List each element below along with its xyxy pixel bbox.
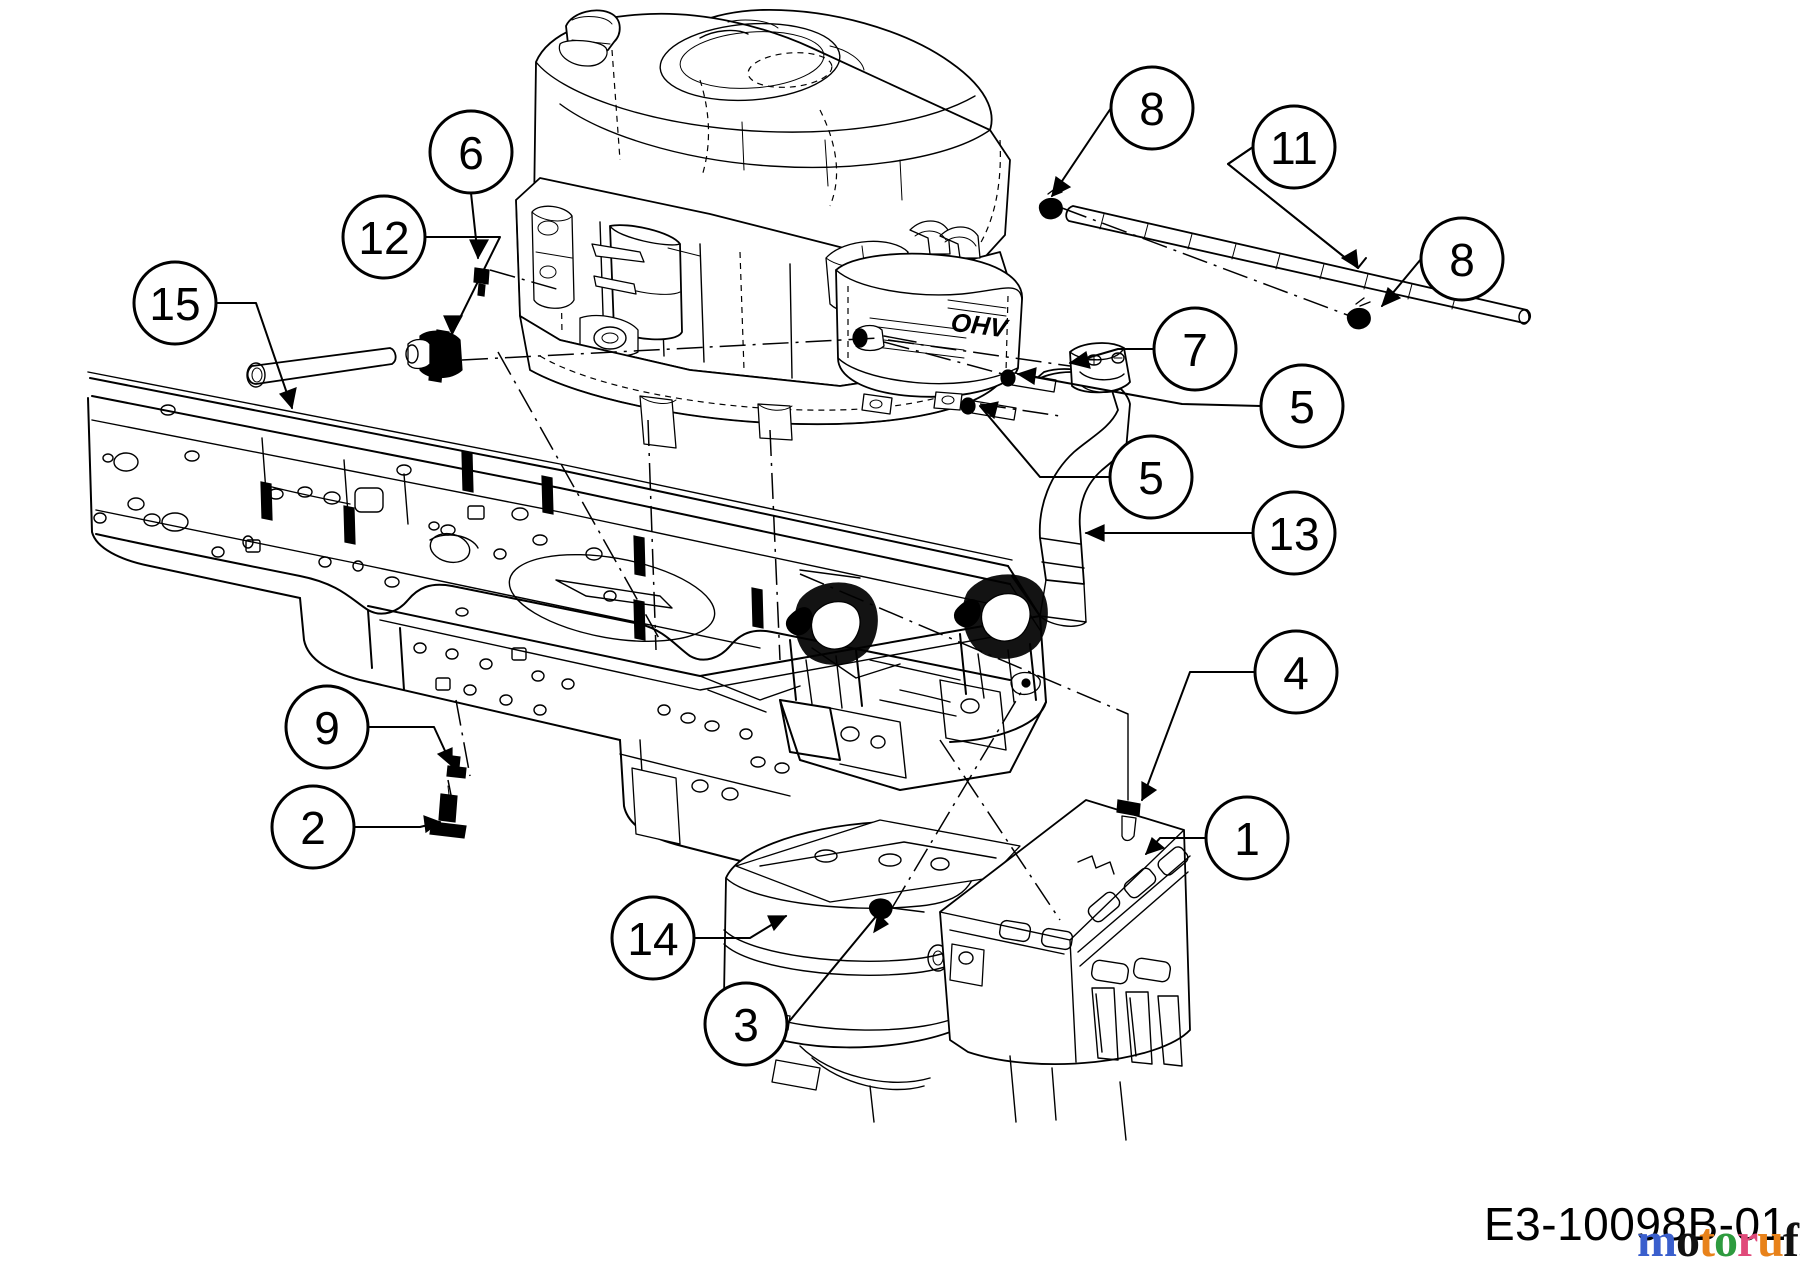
callout-12-label: 12 (358, 212, 409, 264)
callout-11[interactable]: 11 (1227, 104, 1367, 270)
callout-1-label: 1 (1234, 813, 1260, 865)
watermark-letter-r: r (1736, 1214, 1758, 1267)
callout-12[interactable]: 12 (341, 194, 501, 336)
watermark-letter-u: u (1757, 1214, 1784, 1267)
callout-15-label: 15 (149, 278, 200, 330)
callout-5-lower[interactable]: 5 (978, 401, 1194, 520)
watermark-suffix: .de (1798, 1233, 1800, 1263)
callout-2-label: 2 (300, 802, 326, 854)
callout-7-label: 7 (1182, 324, 1208, 376)
callout-8-top[interactable]: 8 (1051, 65, 1195, 198)
callout-3[interactable]: 3 (703, 912, 889, 1067)
part-4-flange-screw (1116, 799, 1141, 842)
callout-13-label: 13 (1268, 508, 1319, 560)
part-3-screw (868, 898, 925, 920)
part-15-rubber-hose (246, 347, 397, 388)
part-muffler (723, 819, 1021, 1123)
callout-4[interactable]: 4 (1141, 629, 1339, 802)
callout-14-label: 14 (627, 913, 678, 965)
callout-5-upper-label: 5 (1289, 381, 1315, 433)
callout-11-label: 11 (1270, 122, 1318, 174)
callout-14[interactable]: 14 (610, 895, 788, 981)
callout-8-right[interactable]: 8 (1381, 216, 1505, 308)
part-8b-hose-clamp (1346, 297, 1371, 330)
guard-vent-slots (998, 846, 1189, 1067)
callout-8-top-label: 8 (1139, 83, 1165, 135)
engine-assembly: OHV (515, 9, 1023, 449)
watermark-letter-o2: o (1713, 1214, 1738, 1267)
watermark-letter-m: m (1637, 1214, 1677, 1267)
tractor-frame (87, 371, 1048, 867)
watermark-letter-f: f (1782, 1214, 1799, 1267)
watermark-letter-t: t (1698, 1214, 1715, 1267)
part-muffler-guard (939, 799, 1191, 1141)
part-2-carriage-bolt (429, 785, 467, 839)
callout-3-label: 3 (733, 999, 759, 1051)
callout-8-right-label: 8 (1449, 234, 1475, 286)
site-watermark: motoruf.de (1637, 1213, 1800, 1268)
part-12-fuel-valve (405, 329, 463, 383)
callout-9-label: 9 (314, 702, 340, 754)
drawing-part-number: E3-10098B-01 (1484, 1198, 1787, 1250)
callout-6-label: 6 (458, 127, 484, 179)
watermark-letter-o1: o (1675, 1214, 1700, 1267)
callout-7[interactable]: 7 (1068, 306, 1238, 392)
callout-5-upper[interactable]: 5 (1016, 363, 1345, 449)
callout-9[interactable]: 9 (284, 684, 453, 770)
callout-13[interactable]: 13 (1084, 490, 1337, 576)
assembly-centerlines (447, 207, 1351, 921)
callout-5-lower-label: 5 (1138, 452, 1164, 504)
callout-15[interactable]: 15 (132, 260, 297, 410)
callout-4-label: 4 (1283, 647, 1309, 699)
engine-ohv-label: OHV (949, 307, 1011, 344)
callout-1[interactable]: 1 (1144, 795, 1290, 881)
callout-6[interactable]: 6 (428, 109, 514, 260)
callout-2[interactable]: 2 (270, 784, 442, 870)
